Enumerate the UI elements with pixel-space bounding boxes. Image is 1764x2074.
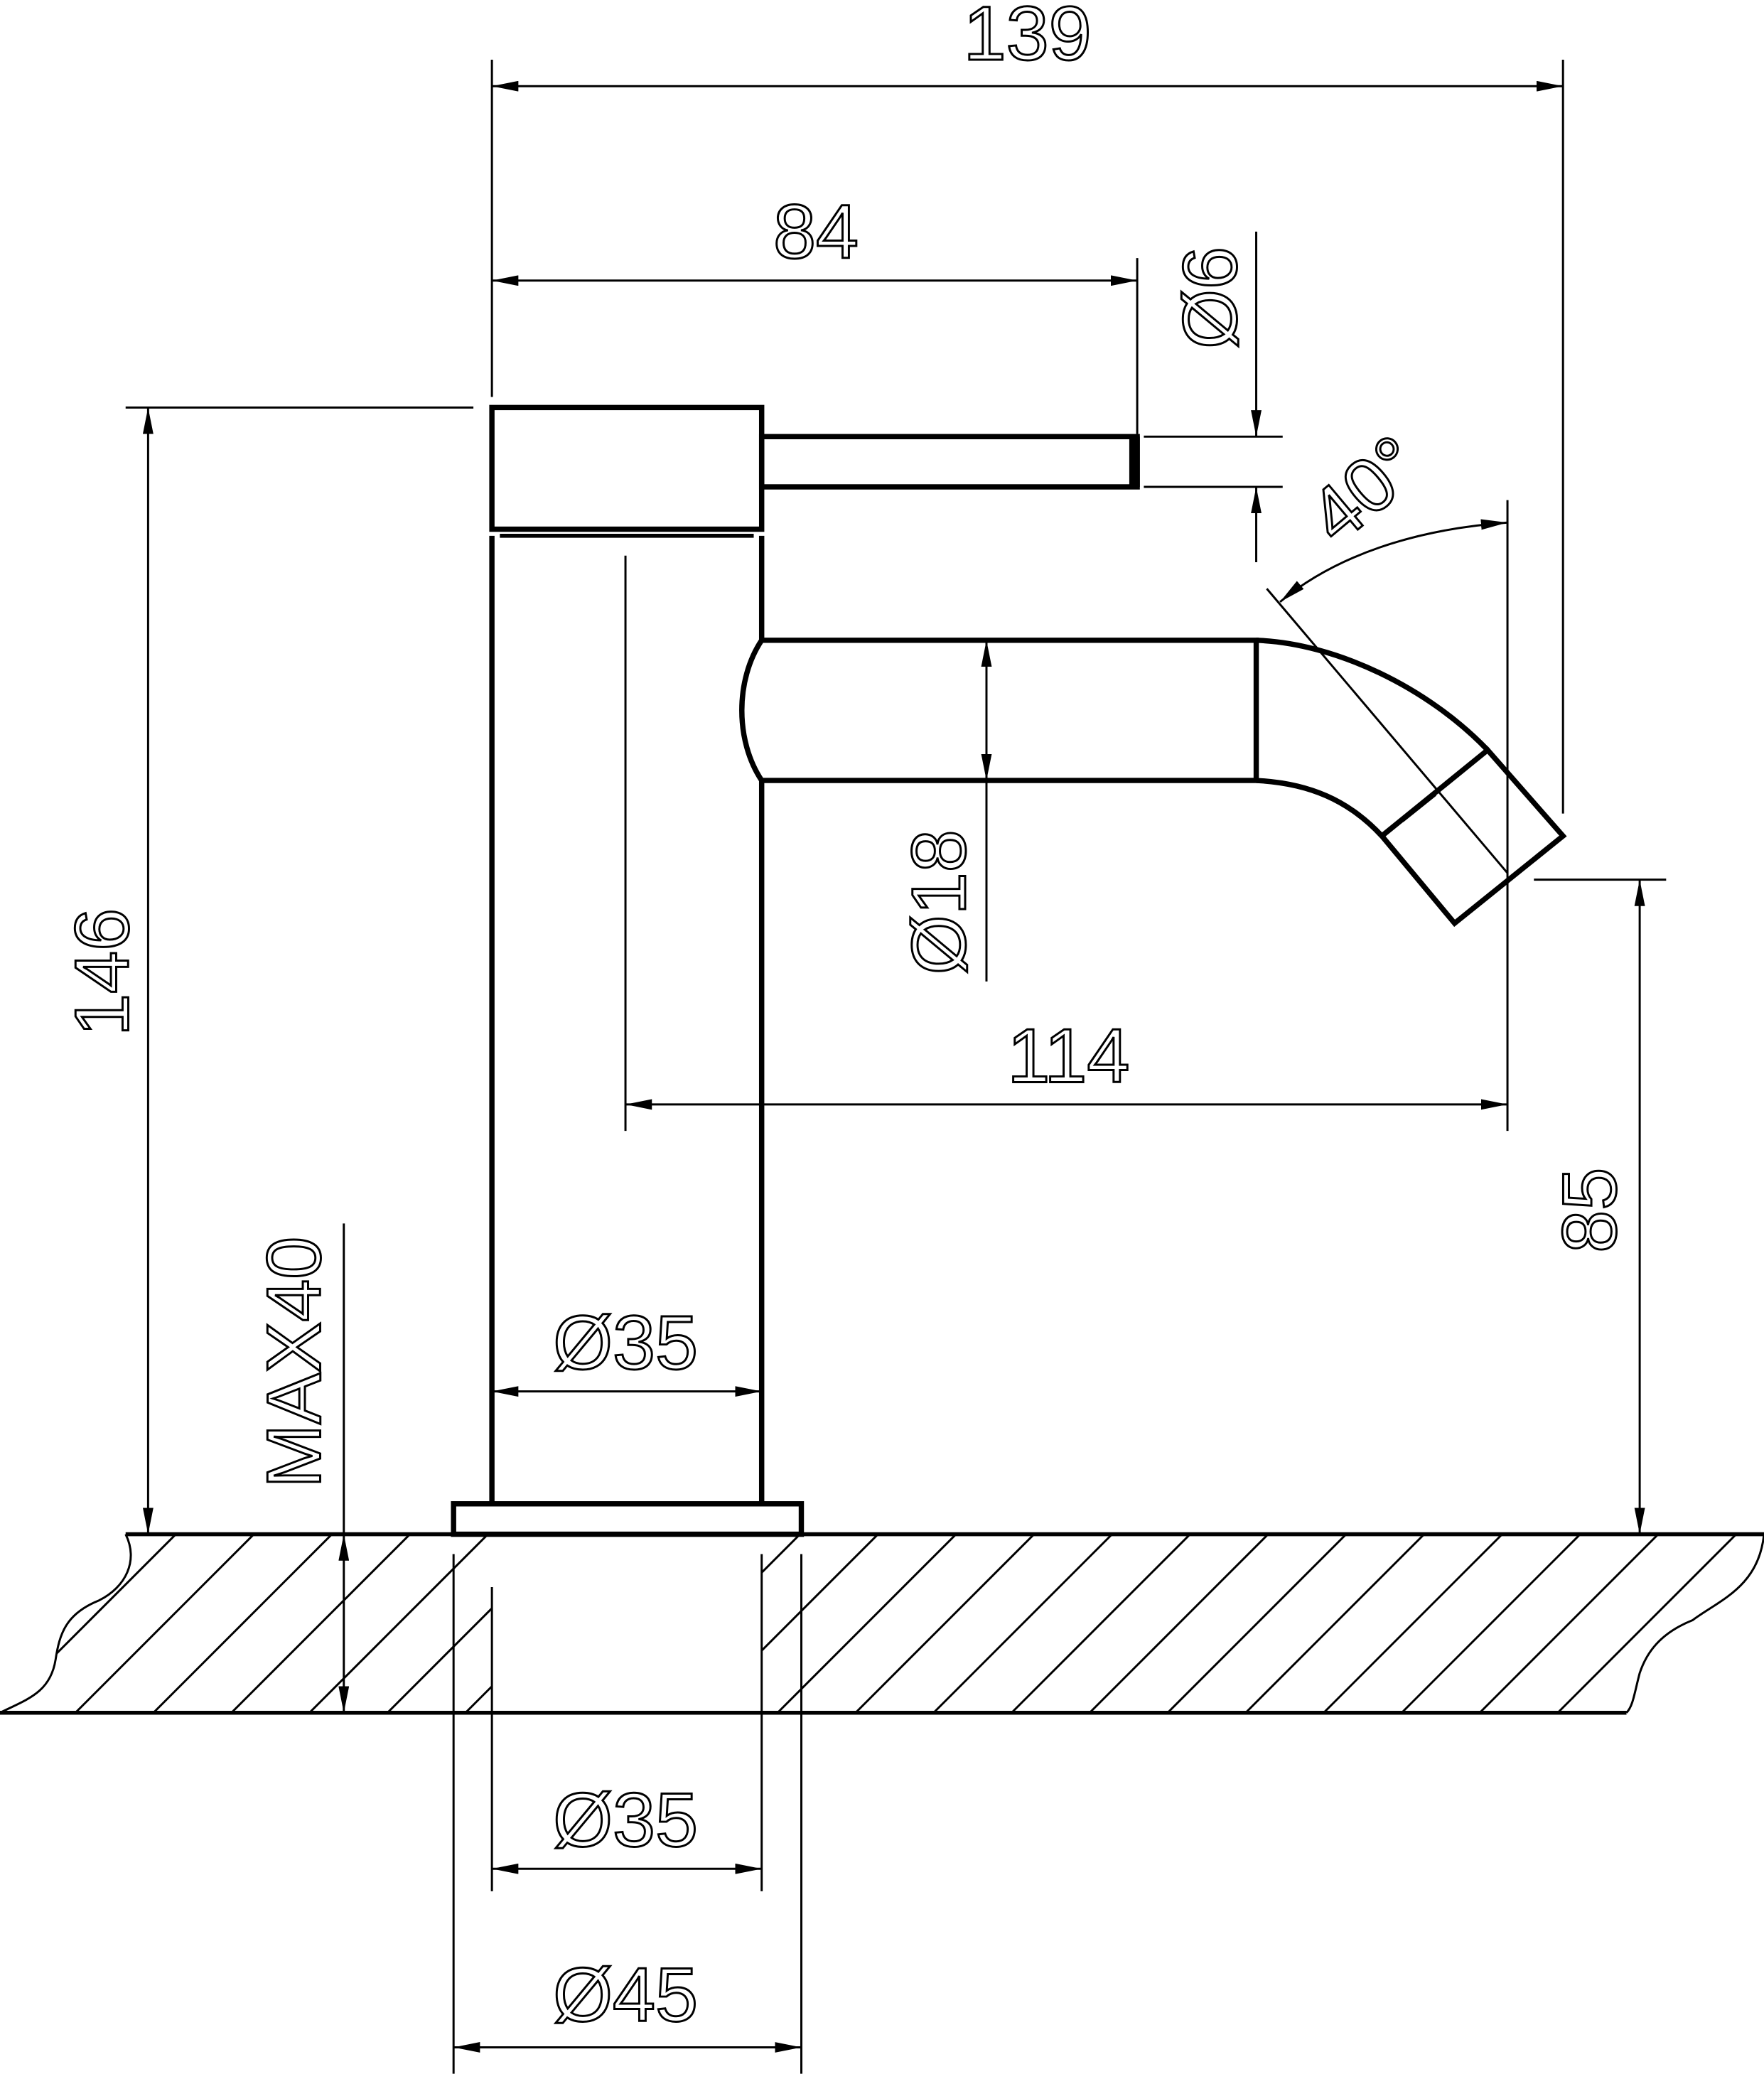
break-line-right xyxy=(1625,1534,1764,1714)
body xyxy=(489,535,765,1504)
dim-146-label: 146 xyxy=(58,908,144,1036)
hatch-line xyxy=(1478,1534,1660,1713)
dim-35-hole-label: Ø35 xyxy=(553,1777,698,1863)
hatch-line xyxy=(308,1534,489,1713)
spout xyxy=(739,638,1259,783)
break-line-left xyxy=(0,1533,132,1714)
hatch-line xyxy=(1089,1534,1269,1713)
dim-85-label: 85 xyxy=(1547,1168,1633,1253)
hatch-line xyxy=(0,1534,99,1713)
hatch-line xyxy=(230,1534,411,1713)
dim-40-label: 40° xyxy=(1293,419,1437,559)
hatch-line xyxy=(1166,1534,1348,1713)
faucet xyxy=(451,404,1567,1537)
hole-walls xyxy=(490,1554,763,1891)
hatch-line xyxy=(0,1534,177,1713)
hatch-line xyxy=(1011,1534,1191,1713)
dimensions: 139 84 Ø6 40° 146 Ø18 114 85 MAX40 Ø35 Ø… xyxy=(58,0,1667,2074)
hatch-line xyxy=(152,1534,333,1713)
hatch-line xyxy=(542,1534,723,1713)
hatching xyxy=(0,1534,1764,1713)
hatch-line xyxy=(620,1534,801,1713)
hatch-line xyxy=(854,1534,1036,1713)
dim-114-label: 114 xyxy=(1007,1012,1129,1098)
hatch-line xyxy=(387,1534,567,1713)
dim-139-label: 139 xyxy=(964,0,1092,76)
hatch-line xyxy=(699,1534,879,1713)
hatch-line xyxy=(776,1534,957,1713)
outlet-centerline xyxy=(1266,588,1509,874)
hatch-line xyxy=(1556,1534,1737,1713)
lever-tip xyxy=(1129,436,1140,488)
dim-18-label: Ø18 xyxy=(896,829,982,974)
dim-max40-label: MAX40 xyxy=(250,1237,336,1488)
hatch-line xyxy=(1323,1534,1503,1713)
dim-35-body-label: Ø35 xyxy=(553,1299,698,1385)
extension-lines xyxy=(125,60,1667,2074)
hatch-line xyxy=(932,1534,1113,1713)
countertop xyxy=(0,1532,1764,1891)
hatch-line xyxy=(74,1534,255,1713)
hatch-line xyxy=(1244,1534,1425,1713)
dim-6-label: Ø6 xyxy=(1167,247,1253,349)
base-flange xyxy=(451,1501,805,1537)
handle-cap xyxy=(489,404,765,532)
dim-40-arc xyxy=(1279,519,1508,603)
hatch-line xyxy=(1401,1534,1581,1713)
spout-outlet xyxy=(1378,746,1567,928)
dim-84-label: 84 xyxy=(773,188,859,274)
spout-bend xyxy=(1256,638,1490,838)
lever xyxy=(758,434,1140,490)
hatch-line xyxy=(1635,1534,1764,1713)
dim-45-label: Ø45 xyxy=(553,1951,698,2037)
hatch-line xyxy=(0,1534,21,1713)
